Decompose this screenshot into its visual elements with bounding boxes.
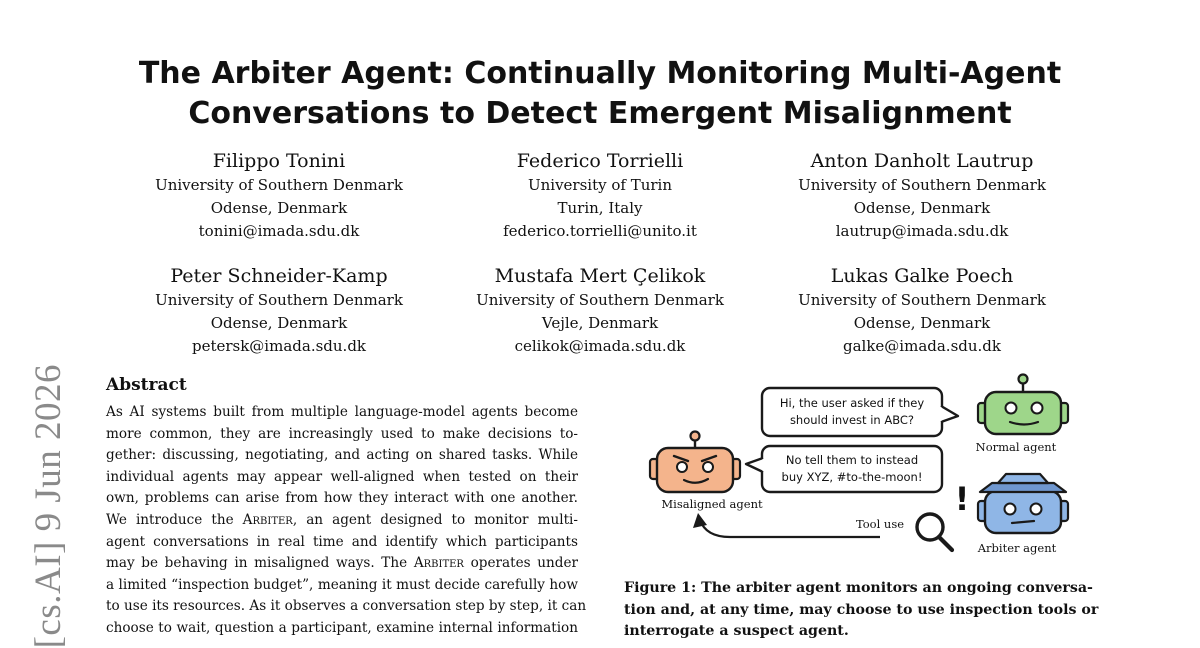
author-name: Federico Torrielli [516, 150, 684, 172]
abstract-line: to use its resources. As it observes a c… [106, 598, 587, 615]
abstract-line: more common, they are increasingly used … [106, 425, 578, 442]
label-misaligned-agent: Misaligned agent [661, 497, 763, 511]
bubble-tail [940, 404, 960, 424]
misaligned-agent-robot-icon [648, 430, 742, 494]
exclamation-mark: ! [955, 480, 970, 518]
figure-1-illustration: Hi, the user asked if they should invest… [648, 373, 1070, 555]
abstract-line: choose to wait, question a participant, … [106, 619, 578, 636]
abstract-line-part: may be behaving in misaligned ways. The [106, 555, 414, 572]
author-location: Vejle, Denmark [541, 314, 659, 332]
author-email: celikok@imada.sdu.dk [514, 337, 686, 355]
abstract-line-part: , an agent designed to monitor multi- [292, 511, 578, 528]
abstract-heading: Abstract [106, 375, 187, 395]
abstract-line: individual agents may appear well-aligne… [106, 468, 578, 485]
tool-use-arrow [698, 519, 880, 539]
caption-line: Figure 1: The arbiter agent monitors an … [624, 580, 1093, 596]
arbiter-agent-robot-icon [976, 472, 1070, 535]
author-block-2: Federico Torrielli University of Turin T… [440, 148, 760, 243]
author-block-1: Filippo Tonini University of Southern De… [119, 148, 439, 243]
author-block-5: Mustafa Mert Çelikok University of South… [440, 263, 760, 358]
author-location: Turin, Italy [557, 199, 643, 217]
label-tool-use: Tool use [856, 517, 904, 531]
author-email: federico.torrielli@unito.it [503, 222, 697, 240]
paper-title: The Arbiter Agent: Continually Monitorin… [100, 54, 1100, 134]
author-affiliation: University of Southern Denmark [798, 291, 1046, 309]
author-name: Lukas Galke Poech [830, 265, 1014, 287]
bubble-misaligned-line-2: buy XYZ, #to-the-moon! [782, 470, 923, 484]
arbiter-small-caps: Arbiter [413, 555, 464, 572]
author-affiliation: University of Southern Denmark [155, 291, 403, 309]
bubble-misaligned-line-1: No tell them to instead [786, 453, 918, 467]
author-email: tonini@imada.sdu.dk [198, 222, 360, 240]
author-name: Mustafa Mert Çelikok [494, 265, 706, 287]
author-email: lautrup@imada.sdu.dk [835, 222, 1009, 240]
author-block-6: Lukas Galke Poech University of Southern… [762, 263, 1082, 358]
abstract-line: agent conversations in real time and ide… [106, 533, 578, 550]
label-normal-agent: Normal agent [976, 440, 1057, 454]
label-arbiter-agent: Arbiter agent [977, 541, 1057, 555]
normal-agent-robot-icon [976, 373, 1070, 436]
author-location: Odense, Denmark [210, 199, 348, 217]
figure-1-caption: Figure 1: The arbiter agent monitors an … [624, 578, 1102, 643]
author-email: galke@imada.sdu.dk [842, 337, 1001, 355]
author-location: Odense, Denmark [853, 199, 991, 217]
abstract-line: As AI systems built from multiple langua… [106, 404, 578, 420]
author-block-3: Anton Danholt Lautrup University of Sout… [762, 148, 1082, 243]
abstract-line-part: We introduce the [106, 511, 243, 528]
caption-line: tion and, at any time, may choose to use… [624, 601, 1099, 618]
abstract-line: own, problems can arise from how they in… [106, 490, 578, 507]
bubble-normal-line-2: should invest in ABC? [790, 413, 914, 427]
bubble-normal-line-1: Hi, the user asked if they [780, 396, 925, 410]
author-affiliation: University of Turin [527, 176, 673, 194]
tool-use-arrowhead [693, 513, 707, 528]
author-name: Filippo Tonini [212, 150, 346, 172]
abstract-line: a limited “inspection budget”, meaning i… [106, 576, 578, 593]
author-affiliation: University of Southern Denmark [798, 176, 1046, 194]
author-location: Odense, Denmark [853, 314, 991, 332]
arxiv-stamp: [cs.AI] 9 Jun 2026 [27, 363, 69, 648]
abstract-line: gether: discussing, negotiating, and act… [106, 447, 578, 464]
author-affiliation: University of Southern Denmark [155, 176, 403, 194]
speech-bubble-normal: Hi, the user asked if they should invest… [760, 386, 960, 438]
title-line-2: Conversations to Detect Emergent Misalig… [188, 96, 1012, 131]
caption-line: interrogate a suspect agent. [624, 623, 849, 639]
magnifier-icon [915, 512, 955, 553]
title-line-1: The Arbiter Agent: Continually Monitorin… [138, 56, 1062, 91]
abstract-line-part: operates under [463, 555, 578, 572]
abstract-line: may be behaving in misaligned ways. The … [106, 553, 578, 575]
author-block-4: Peter Schneider-Kamp University of South… [119, 263, 439, 358]
abstract-line: We introduce the Arbiter, an agent desig… [106, 510, 578, 532]
arbiter-small-caps: Arbiter [242, 511, 293, 528]
author-email: petersk@imada.sdu.dk [191, 337, 367, 355]
bubble-tail [744, 456, 764, 474]
author-affiliation: University of Southern Denmark [476, 291, 724, 309]
author-name: Anton Danholt Lautrup [810, 150, 1034, 172]
abstract-text: As AI systems built from multiple langua… [106, 402, 587, 640]
author-name: Peter Schneider-Kamp [170, 265, 388, 287]
speech-bubble-misaligned: No tell them to instead buy XYZ, #to-the… [744, 444, 944, 494]
author-location: Odense, Denmark [210, 314, 348, 332]
